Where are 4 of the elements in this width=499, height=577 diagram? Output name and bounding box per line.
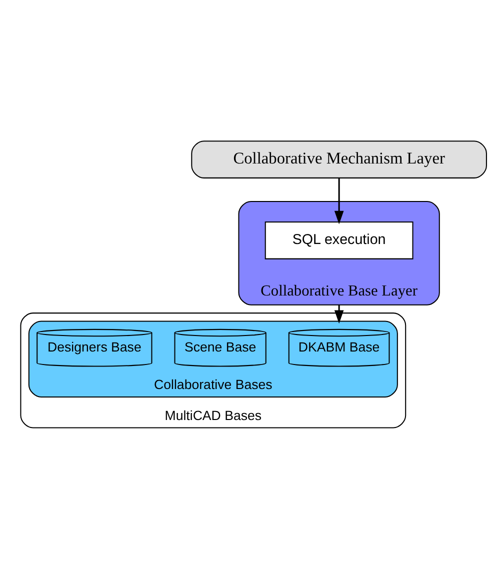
- arrow: [334, 304, 344, 324]
- node-box: Collaborative Mechanism Layer: [191, 140, 487, 178]
- arrow: [334, 178, 344, 224]
- node-box: SQL execution: [264, 221, 414, 260]
